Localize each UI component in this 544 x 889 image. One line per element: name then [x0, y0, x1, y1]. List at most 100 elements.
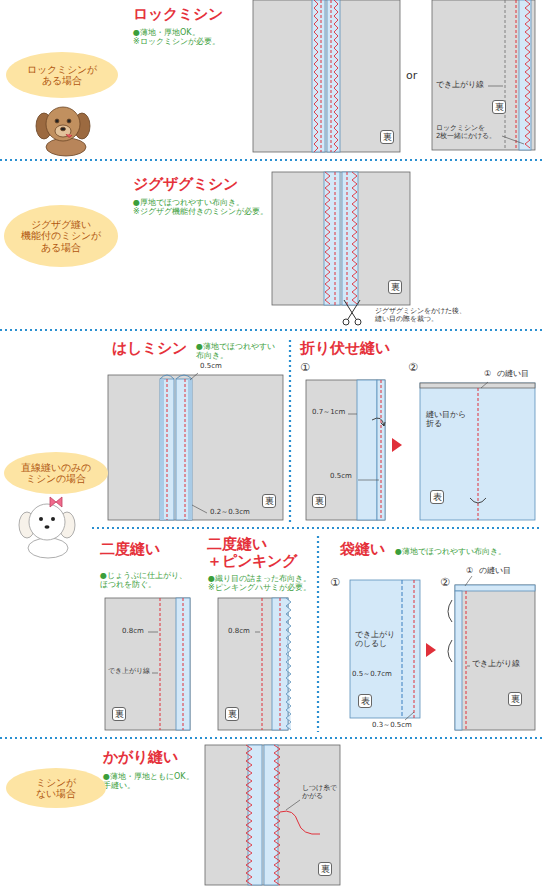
callout-label: ② — [440, 577, 450, 590]
case-badge: ロックミシンが ある場合 — [6, 52, 118, 98]
text-line: 裏 — [391, 282, 400, 292]
text-line: ※ジグザグ機能付きのミシンが必要。 — [133, 207, 268, 216]
callout-label: 0.8cm — [122, 627, 144, 635]
text-line: 0.8cm — [122, 627, 144, 635]
side-tag: 表 — [358, 694, 372, 708]
text-line: 折る — [426, 419, 466, 428]
method-title: 二度縫い — [100, 541, 160, 558]
node-text: 直線縫いのみの ミシンの場合 — [21, 462, 91, 485]
node-text: 裏 — [321, 864, 330, 874]
text-line: 裏 — [315, 496, 324, 506]
callout-label: 0.8cm — [228, 627, 250, 635]
text-line: 袋縫い — [340, 541, 385, 558]
text-line: 0.3～0.5cm — [372, 721, 412, 729]
callout-label: ① — [330, 577, 340, 590]
text-line: かがる — [302, 792, 337, 800]
text-line: ●薄地でほつれやすい布向き。 — [395, 547, 506, 556]
text-line: でき上がり — [355, 630, 395, 639]
callout-label: 0.2～0.3cm — [210, 508, 250, 516]
node-text: ミシンが ない場合 — [36, 777, 76, 800]
callout-label: ロックミシンを 2枚一緒にかける。 — [436, 124, 496, 140]
side-tag: 裏 — [225, 707, 239, 721]
node-text: 表 — [433, 492, 442, 502]
callout-label: の縫い目 — [497, 369, 529, 378]
method-title: 二度縫い ＋ピンキング — [207, 536, 297, 571]
zigzag-fabric — [272, 172, 410, 305]
text-line: 表 — [361, 696, 370, 706]
callout-label: でき上がり線 — [108, 667, 150, 675]
zigzag-stitch — [246, 745, 252, 885]
text-line: しつけ糸で — [302, 784, 337, 792]
side-tag: 裏 — [508, 692, 522, 706]
side-tag: 裏 — [112, 707, 126, 721]
node-text: 裏 — [115, 709, 124, 719]
text-line: 0.8cm — [228, 627, 250, 635]
text-line: でき上がり線 — [436, 80, 484, 89]
method-note: ●織り目の詰まった布向き。 ※ピンキングハサミが必要。 — [208, 574, 311, 592]
text-line: 裏 — [321, 864, 330, 874]
text-line: 縫い目から — [426, 410, 466, 419]
zigzag-stitch — [334, 0, 338, 152]
callout-label: しつけ糸で かがる — [302, 784, 337, 800]
text-line: ミシンの場合 — [21, 473, 91, 485]
divider — [0, 160, 544, 738]
text-line: ●薄地・厚地OK。 — [133, 28, 220, 37]
node-text: 裏 — [383, 132, 392, 142]
text-line: 布向き。 — [196, 351, 275, 360]
text-line: 表 — [433, 492, 442, 502]
method-note: ●薄地でほつれやすい 布向き。 — [196, 342, 275, 360]
zigzag-stitch — [274, 745, 280, 885]
text-line: ※ピンキングハサミが必要。 — [208, 583, 311, 592]
side-tag: 裏 — [380, 130, 394, 144]
text-line: 手縫い。 — [103, 781, 194, 790]
callout-label: ジグザグミシンをかけた後、 縫い目の際を裁つ。 — [375, 307, 466, 323]
text-line: 0.5cm — [200, 362, 222, 370]
text-line: ほつれを防ぐ。 — [100, 580, 187, 589]
callout-label: 0.5～0.7cm — [352, 670, 392, 678]
text-line: の縫い目 — [479, 566, 511, 575]
text-line: 二度縫い — [100, 541, 160, 558]
dog-illustration — [36, 107, 90, 156]
callout-label: or — [406, 70, 417, 83]
text-line: ② — [440, 577, 450, 590]
text-line: ジグザグミシン — [133, 176, 238, 193]
text-line: ●織り目の詰まった布向き。 — [208, 574, 311, 583]
callout-label: でき上がり線 — [472, 659, 520, 668]
method-title: ジグザグミシン — [133, 176, 238, 193]
text-line: ●薄地・厚地ともにOK。 — [103, 772, 194, 781]
text-line: 裏 — [383, 132, 392, 142]
text-line: ① — [300, 362, 310, 375]
zigzag-stitch — [286, 598, 291, 730]
side-tag: 裏 — [312, 494, 326, 508]
overcast-fabric — [205, 745, 340, 885]
text-line: ① — [484, 369, 491, 378]
case-badge: ミシンが ない場合 — [6, 768, 106, 808]
flat-felled-fabric — [306, 380, 535, 520]
double-stitch-fabric — [105, 598, 190, 730]
side-tag: 表 — [430, 490, 444, 504]
text-line: or — [406, 70, 417, 83]
side-tag: 裏 — [318, 862, 332, 876]
scissors — [343, 300, 361, 325]
text-line: ロックミシンを — [436, 124, 496, 132]
side-tag: 裏 — [262, 494, 276, 508]
french-seam-fabric — [350, 576, 535, 730]
node-text: ジグザグ縫い 機能付のミシンが ある場合 — [21, 219, 101, 254]
text-line: ② — [408, 362, 418, 375]
callout-label: 0.5cm — [200, 362, 222, 370]
dog-illustration — [19, 497, 75, 558]
text-line: 折り伏せ縫い — [300, 340, 390, 357]
method-note: ●薄地でほつれやすい布向き。 — [395, 547, 506, 556]
pinking-fabric — [218, 598, 291, 730]
text-line: ① — [466, 566, 473, 575]
text-line: ① — [330, 577, 340, 590]
method-note: ●厚地でほつれやすい布向き。 ※ジグザグ機能付きのミシンが必要。 — [133, 198, 268, 216]
text-line: 0.7～1cm — [312, 408, 345, 416]
overlock-fabric — [253, 0, 400, 152]
text-line: 裏 — [228, 709, 237, 719]
side-tag: 裏 — [492, 100, 506, 114]
method-note: ●じょうぶに仕上がり、 ほつれを防ぐ。 — [100, 571, 187, 589]
callout-label: ① — [466, 566, 473, 575]
callout-label: の縫い目 — [479, 566, 511, 575]
method-note: ●薄地・厚地ともにOK。 手縫い。 — [103, 772, 194, 790]
